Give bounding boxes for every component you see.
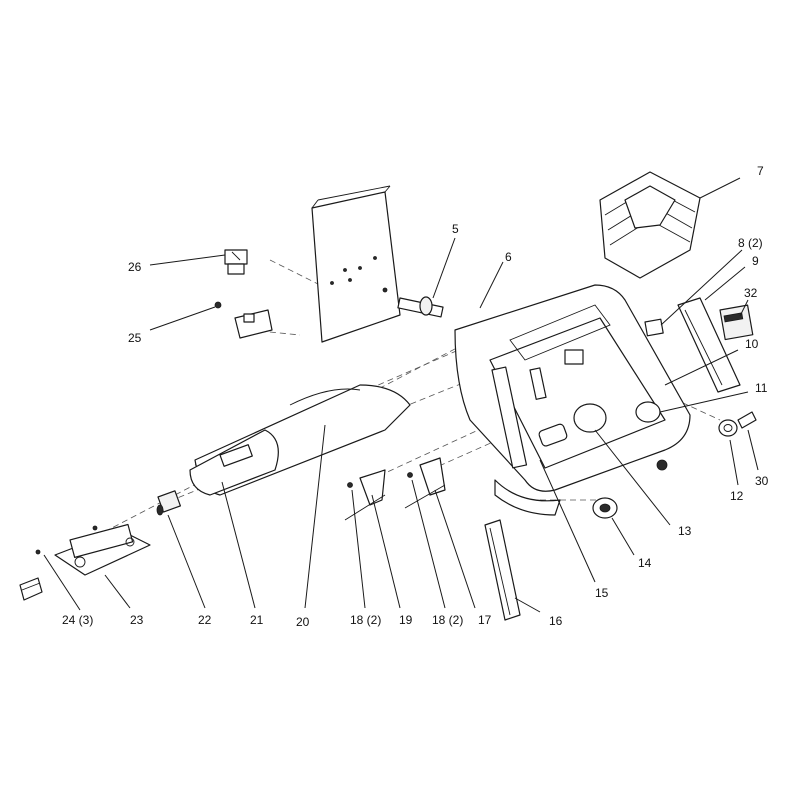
callout-23: 23 bbox=[130, 613, 144, 627]
bracket-part-26 bbox=[224, 249, 248, 275]
callout-16: 16 bbox=[549, 614, 563, 628]
callout-26: 26 bbox=[128, 260, 142, 274]
callout-18-right: 18 (2) bbox=[432, 613, 463, 627]
console-housing-part-6 bbox=[454, 284, 691, 516]
callout-9: 9 bbox=[752, 254, 759, 268]
callout-12: 12 bbox=[730, 489, 744, 503]
callout-19: 19 bbox=[399, 613, 413, 627]
shroud-part-21 bbox=[189, 429, 279, 496]
strip-part-16 bbox=[484, 519, 521, 621]
callout-15: 15 bbox=[595, 586, 609, 600]
panel-part-9 bbox=[677, 297, 741, 393]
callout-5: 5 bbox=[452, 222, 459, 236]
callout-8: 8 (2) bbox=[738, 236, 763, 250]
knob-part-12 bbox=[718, 419, 738, 437]
bushing-part-22 bbox=[156, 490, 181, 516]
callout-21: 21 bbox=[250, 613, 264, 627]
shaft-part bbox=[397, 296, 444, 318]
callout-labels: 5 6 7 8 (2) 9 32 10 11 12 30 13 14 15 16… bbox=[62, 164, 769, 629]
mounting-plate-part bbox=[311, 185, 401, 343]
switch-bracket-part-25 bbox=[214, 301, 273, 339]
callout-13: 13 bbox=[678, 524, 692, 538]
rocker-switch-part-32 bbox=[719, 304, 754, 341]
callout-11: 11 bbox=[755, 381, 768, 395]
callout-24: 24 (3) bbox=[62, 613, 93, 627]
callout-leader-lines bbox=[43, 177, 759, 613]
boot-part-7 bbox=[599, 171, 701, 279]
callout-18-left: 18 (2) bbox=[350, 613, 381, 627]
callout-32: 32 bbox=[744, 286, 758, 300]
lever-part-17 bbox=[404, 457, 446, 509]
callout-25: 25 bbox=[128, 331, 142, 345]
callout-20: 20 bbox=[296, 615, 310, 629]
callout-22: 22 bbox=[198, 613, 212, 627]
bracket-assembly-part-23 bbox=[54, 523, 151, 576]
callout-10: 10 bbox=[745, 337, 759, 351]
knob-part-14 bbox=[592, 497, 618, 519]
panel-part-8 bbox=[644, 318, 664, 337]
lever-part-19 bbox=[344, 469, 386, 521]
callout-6: 6 bbox=[505, 250, 512, 264]
clip-part-24 bbox=[19, 525, 98, 601]
callout-7: 7 bbox=[757, 164, 764, 178]
callout-30: 30 bbox=[755, 474, 769, 488]
key-part-30 bbox=[737, 411, 757, 429]
callout-14: 14 bbox=[638, 556, 652, 570]
callout-17: 17 bbox=[478, 613, 492, 627]
